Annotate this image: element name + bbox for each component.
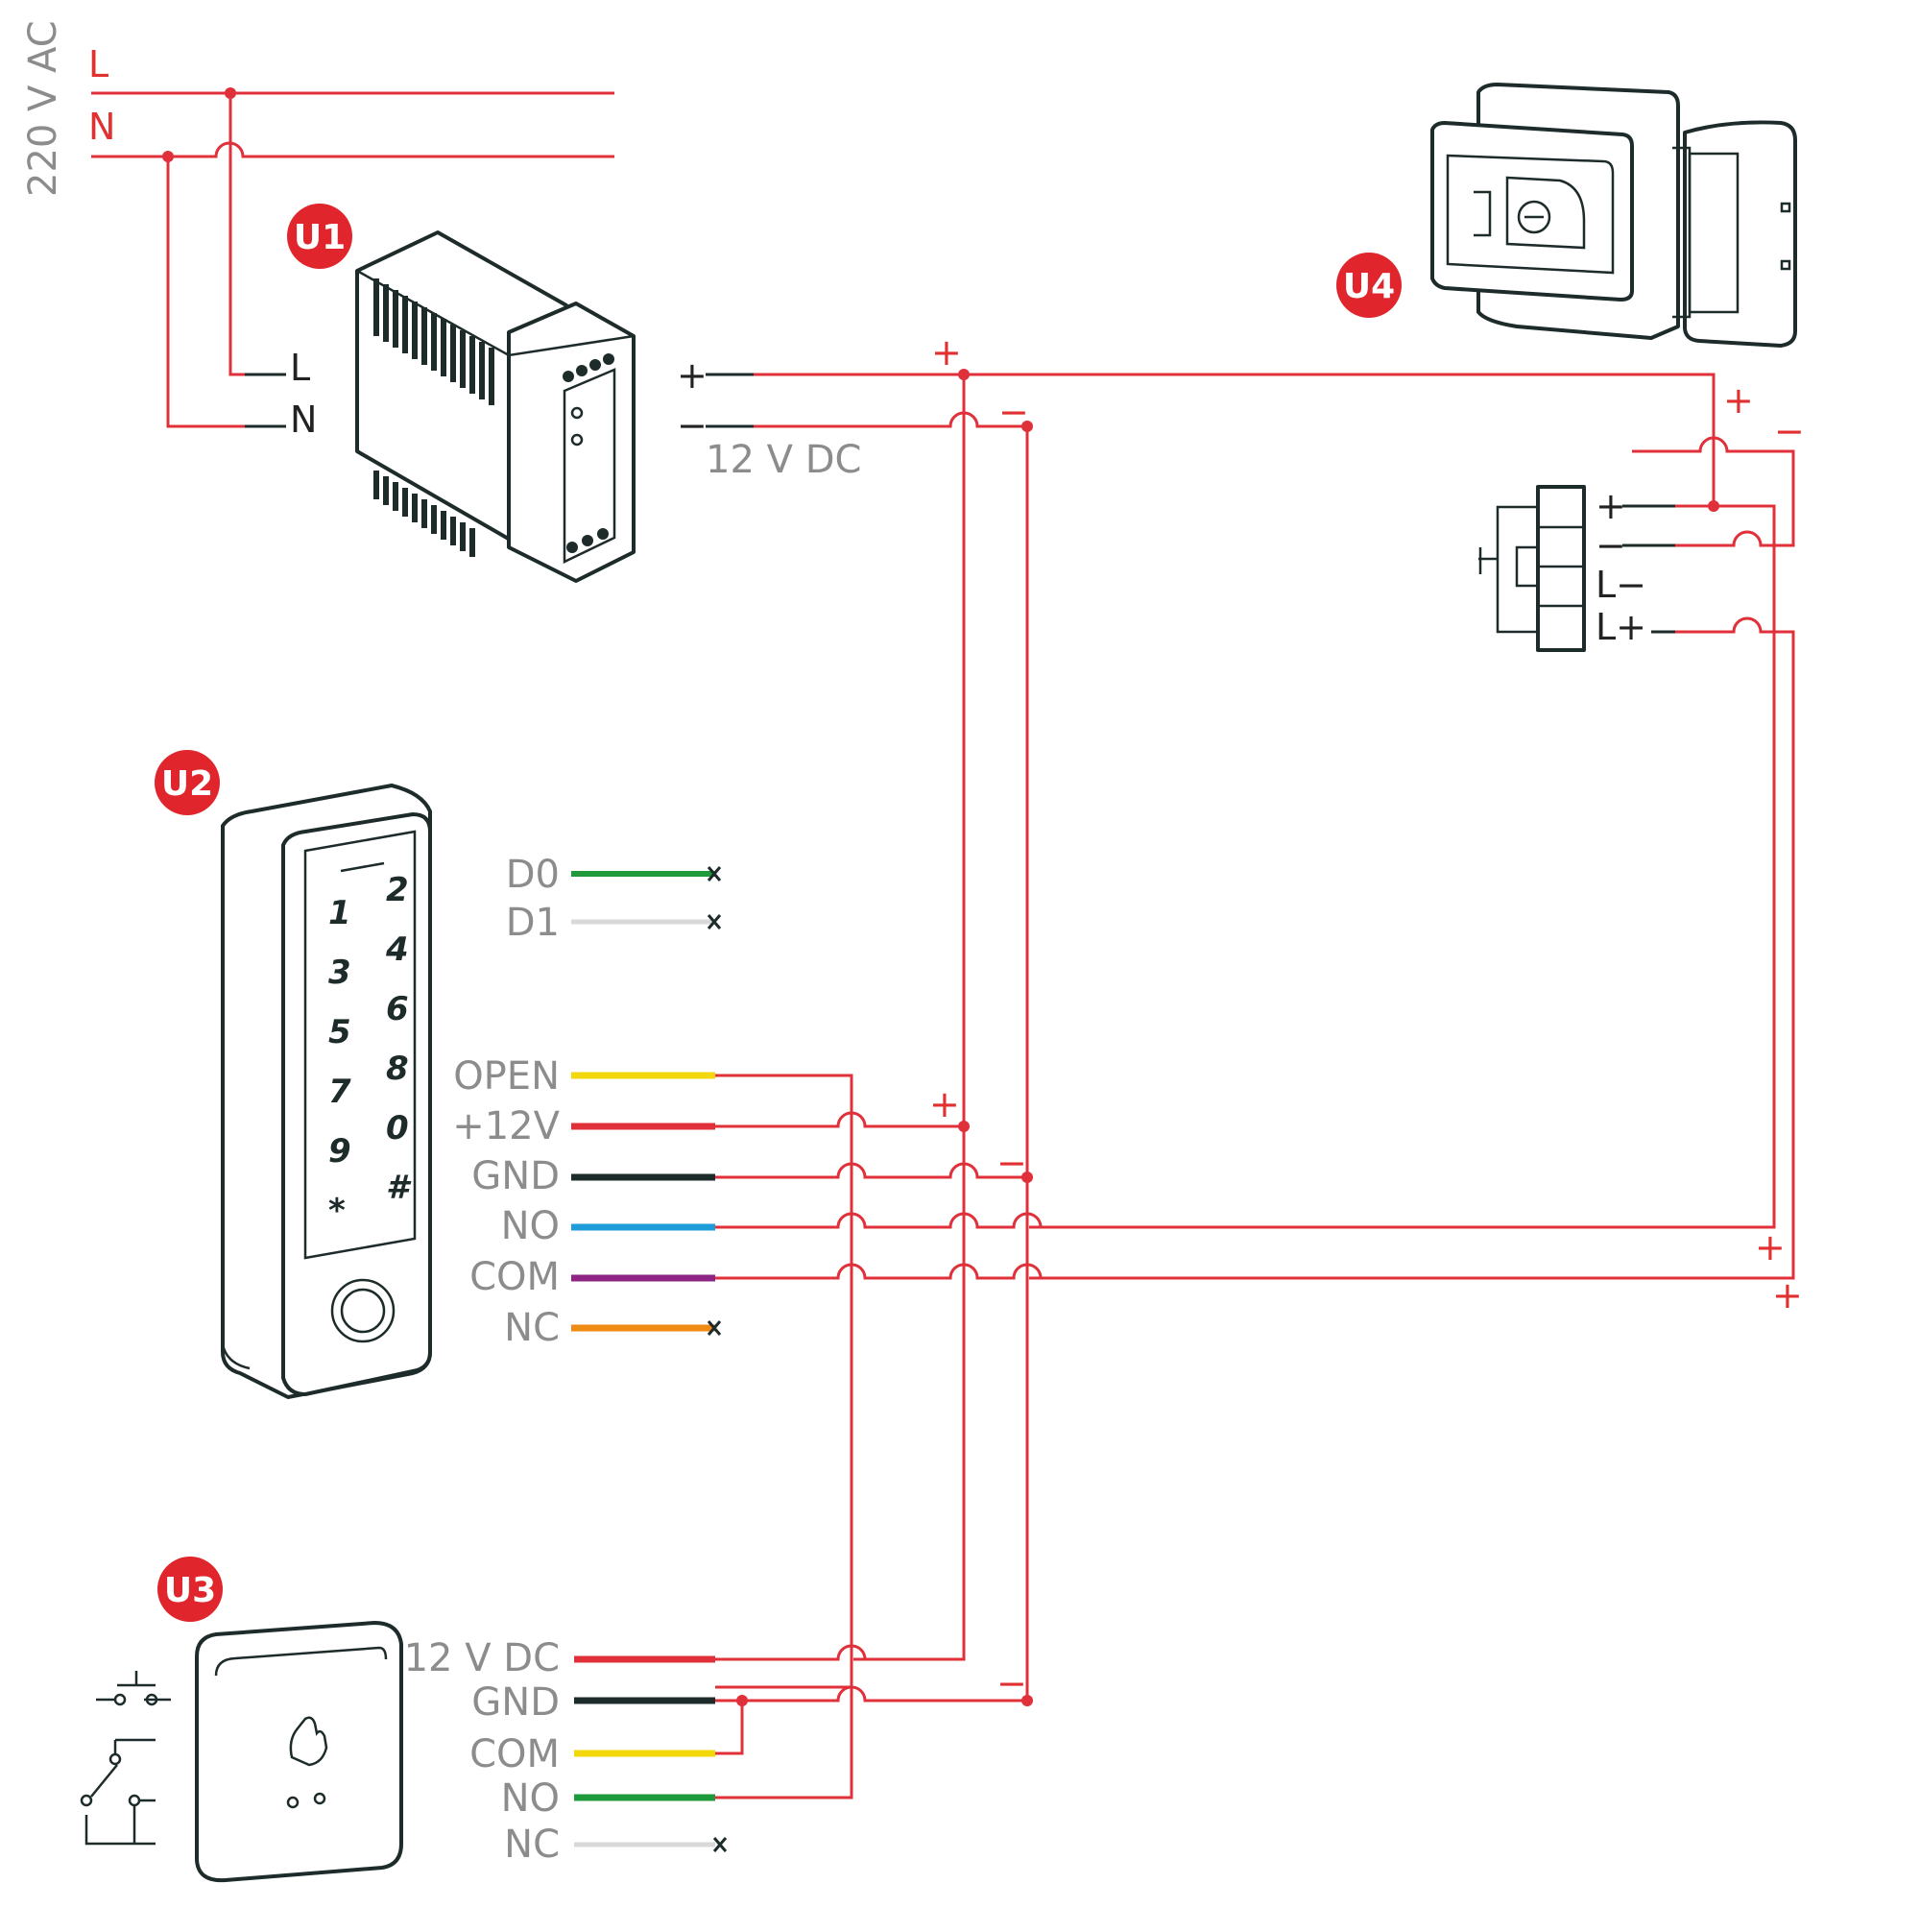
key-4: 4 bbox=[385, 930, 409, 969]
svg-text:U4: U4 bbox=[1343, 267, 1395, 306]
exit-wire-label-nc: NC bbox=[504, 1823, 560, 1867]
lock-terminal-plus: + bbox=[1596, 485, 1626, 527]
exit-button-wiring: 12 V DC GND − COM NO NC bbox=[404, 1636, 1033, 1867]
wire-label-12v: +12V bbox=[452, 1104, 560, 1148]
bus-minus-label: − bbox=[998, 391, 1029, 433]
wire-label-com: COM bbox=[469, 1255, 560, 1299]
wire-label-d1: D1 bbox=[506, 901, 560, 945]
mains-supply: 220 V AC L N bbox=[21, 20, 614, 428]
lock-terminal-l-minus: L− bbox=[1596, 564, 1646, 606]
exit-button bbox=[80, 1621, 403, 1883]
badge-u2: U2 bbox=[155, 750, 220, 815]
electric-lock bbox=[1430, 83, 1797, 348]
exit-wire-label-12v: 12 V DC bbox=[404, 1636, 560, 1680]
badge-u4: U4 bbox=[1336, 253, 1402, 318]
key-2: 2 bbox=[386, 871, 409, 909]
lock-terminal-l-plus: L+ bbox=[1596, 606, 1646, 648]
svg-text:U2: U2 bbox=[161, 764, 213, 804]
badge-u1: U1 bbox=[287, 204, 352, 269]
lock-plus-label: + bbox=[1723, 379, 1754, 422]
keypad-wiring: D0 D1 OPEN +12V + GND − NO + COM + NC bbox=[452, 853, 1803, 1689]
mains-l-label: L bbox=[88, 43, 108, 85]
keypad-plus-mark: + bbox=[929, 1083, 960, 1125]
exit-wire-label-no: NO bbox=[501, 1776, 560, 1821]
exit-wire-label-com: COM bbox=[469, 1732, 560, 1776]
psu-output-label: 12 V DC bbox=[706, 438, 861, 482]
psu-in-l: L bbox=[290, 347, 310, 389]
key-5: 5 bbox=[328, 1013, 351, 1051]
no-plus-mark: + bbox=[1755, 1226, 1786, 1268]
lock-terminal-block: + − + − L− L+ bbox=[1029, 379, 1805, 1280]
access-keypad: 1 2 3 4 5 6 7 8 9 0 * # bbox=[221, 784, 432, 1399]
svg-text:U3: U3 bbox=[164, 1571, 216, 1610]
key-0: 0 bbox=[386, 1109, 409, 1147]
psu-out-minus: − bbox=[677, 404, 708, 447]
lock-terminal-minus: − bbox=[1596, 524, 1626, 567]
mains-n-label: N bbox=[88, 106, 115, 148]
wire-label-gnd: GND bbox=[471, 1154, 560, 1198]
psu-in-n: N bbox=[290, 398, 317, 441]
power-supply-unit: L N + − 12 V DC bbox=[290, 230, 861, 583]
wire-label-nc: NC bbox=[504, 1306, 560, 1350]
exit-wire-label-gnd: GND bbox=[471, 1680, 560, 1725]
key-star: * bbox=[328, 1192, 346, 1230]
exit-minus-mark: − bbox=[996, 1662, 1027, 1704]
key-hash: # bbox=[386, 1169, 412, 1207]
mains-voltage-label: 220 V AC bbox=[21, 20, 65, 197]
keypad-minus-mark: − bbox=[996, 1142, 1027, 1184]
psu-out-plus: + bbox=[677, 354, 708, 397]
key-6: 6 bbox=[386, 990, 409, 1028]
svg-text:U1: U1 bbox=[294, 218, 346, 257]
key-3: 3 bbox=[328, 954, 351, 992]
key-8: 8 bbox=[386, 1050, 409, 1088]
key-7: 7 bbox=[328, 1073, 351, 1111]
key-1: 1 bbox=[328, 894, 351, 932]
wire-label-open: OPEN bbox=[453, 1054, 560, 1099]
com-plus-mark: + bbox=[1772, 1274, 1803, 1316]
badge-u3: U3 bbox=[157, 1557, 223, 1622]
lock-minus-label: − bbox=[1774, 410, 1805, 452]
keypad-keys: 1 2 3 4 5 6 7 8 9 0 * # bbox=[328, 871, 412, 1230]
wire-label-no: NO bbox=[501, 1204, 560, 1248]
bus-plus-label: + bbox=[931, 331, 962, 374]
wire-label-d0: D0 bbox=[506, 853, 560, 897]
key-9: 9 bbox=[328, 1132, 351, 1171]
